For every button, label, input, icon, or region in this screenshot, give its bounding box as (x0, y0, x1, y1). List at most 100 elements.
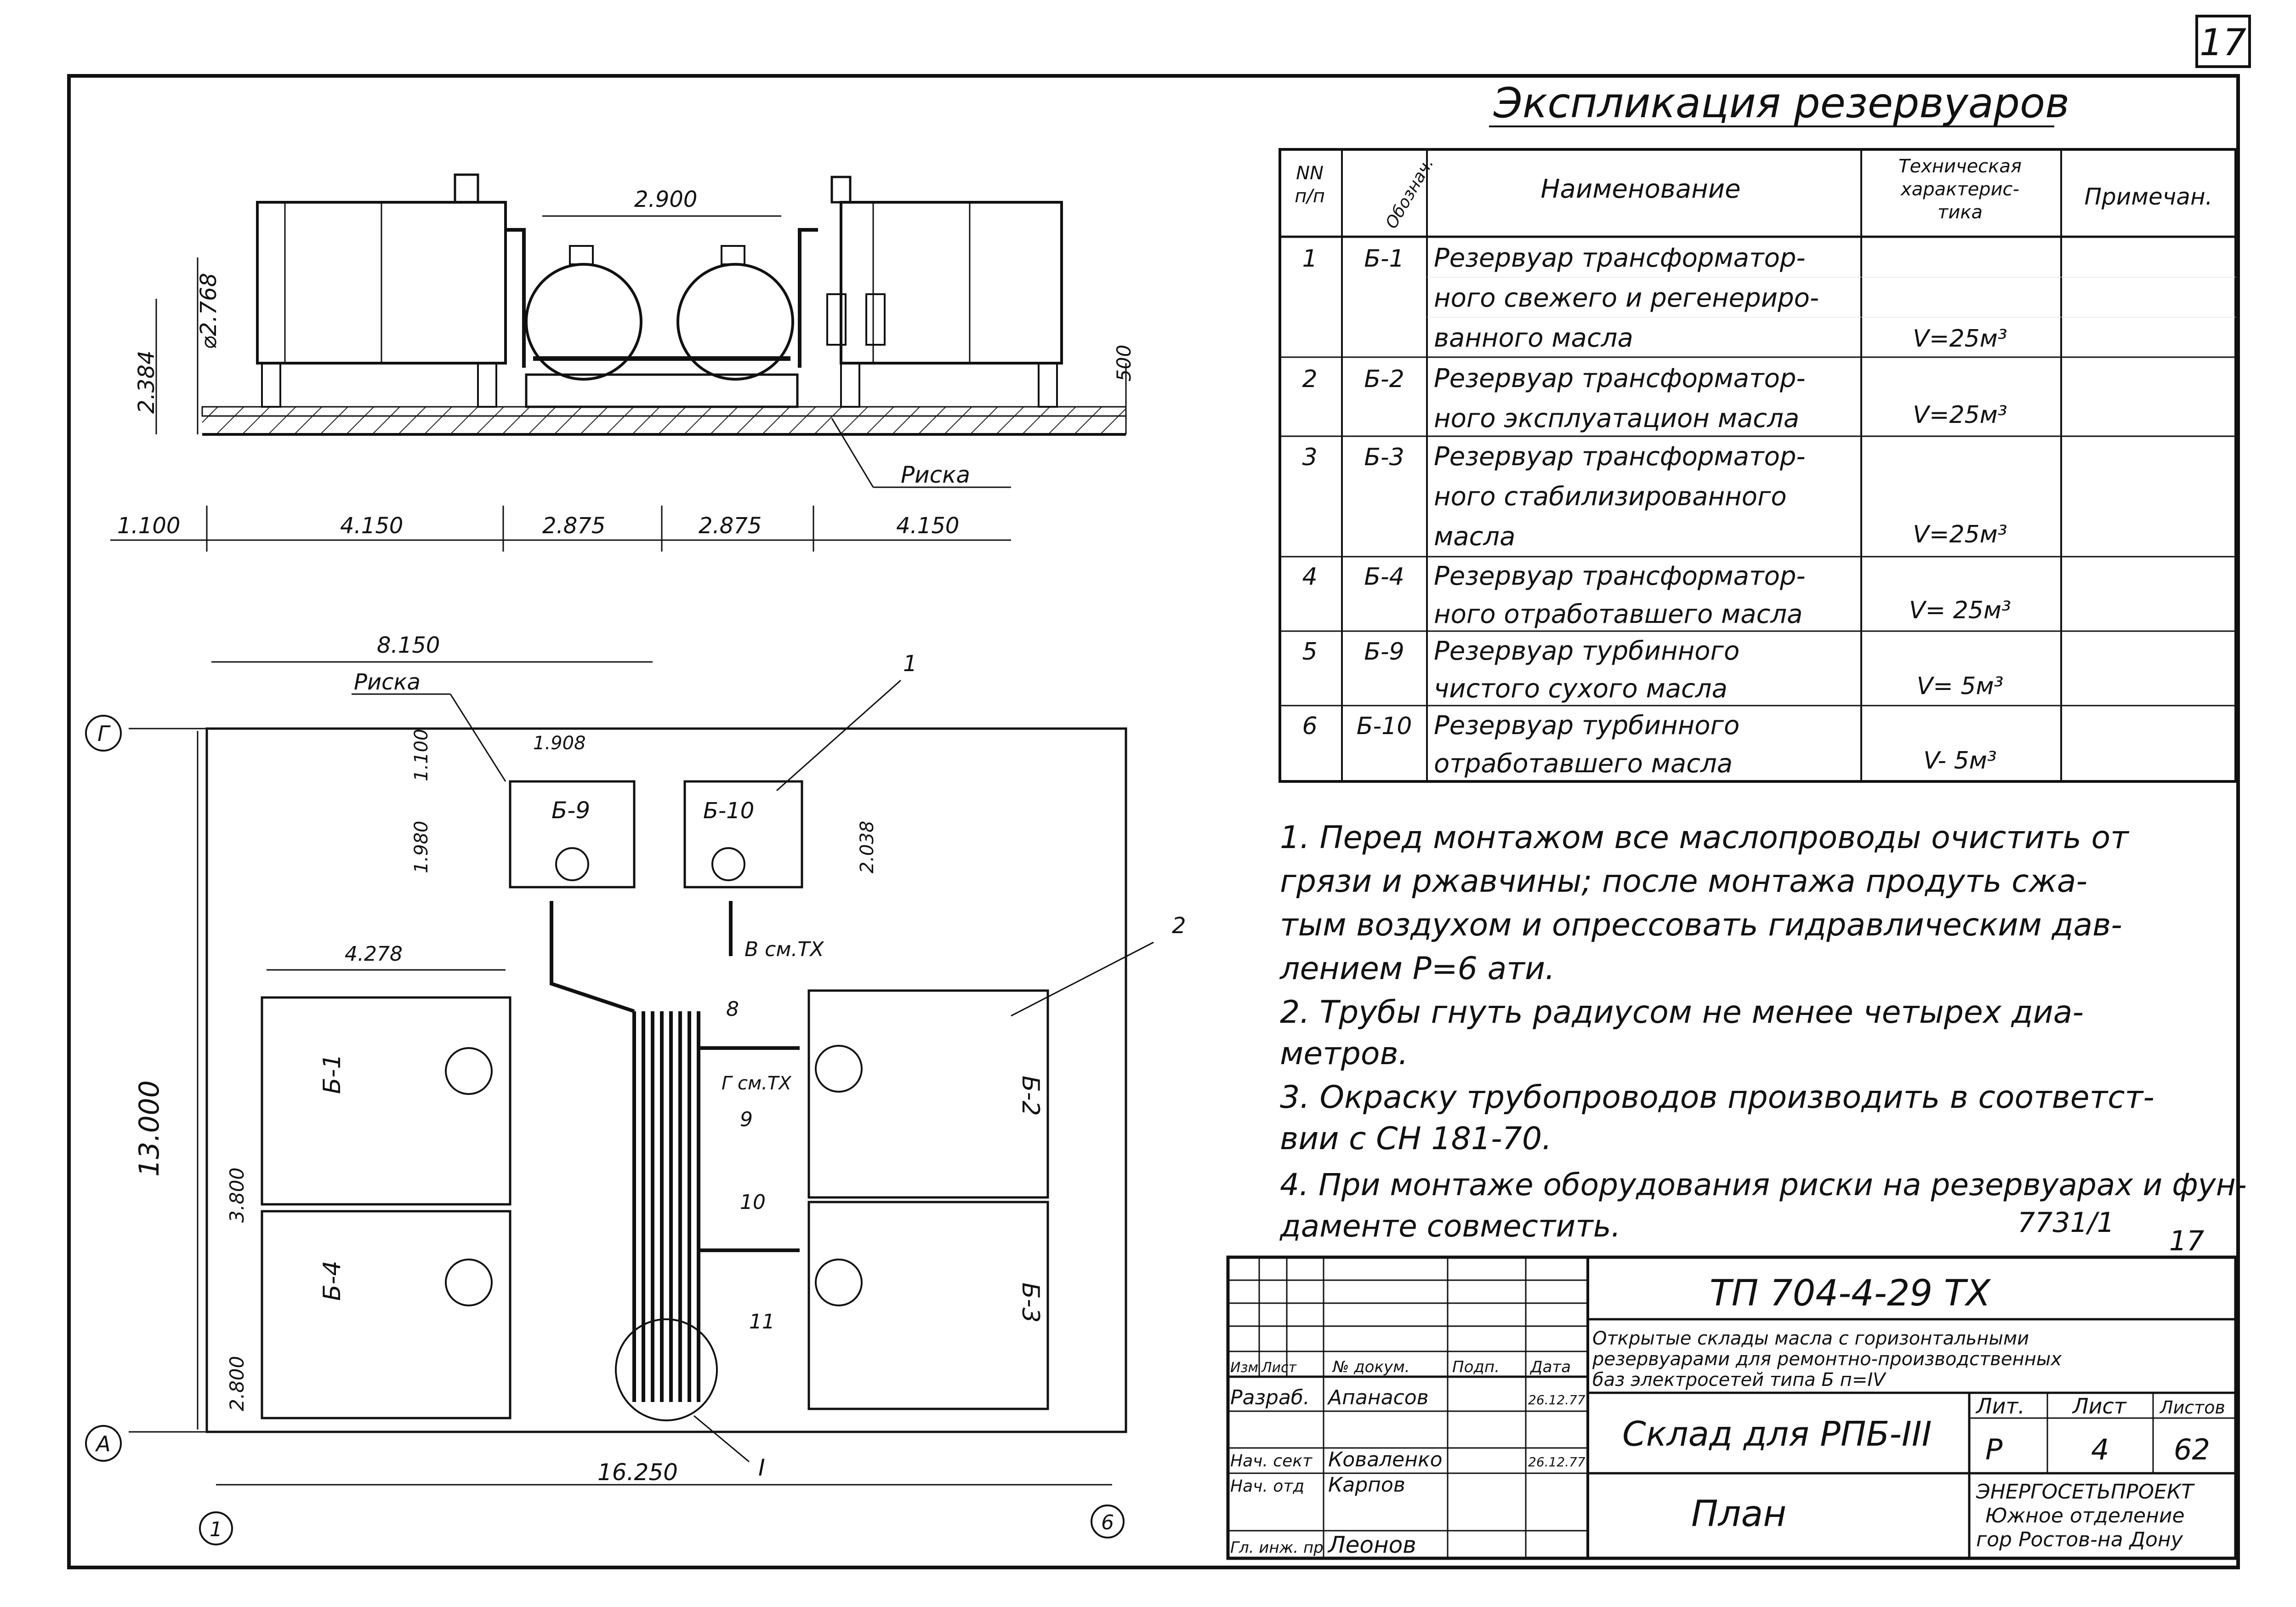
svg-text:чистого сухого масла: чистого сухого масла (1434, 674, 1728, 704)
tank-b3 (807, 1201, 1049, 1410)
axis-bubble-G (85, 715, 122, 752)
tb-role-3: Нач. отд (1230, 1477, 1304, 1496)
tb-col-list: Лист (1261, 1360, 1297, 1376)
note-3-line-2: вии с СН 181-70. (1280, 1121, 1552, 1157)
tank-b4 (261, 1210, 511, 1419)
elev-dim-bottom-5: 4.150 (896, 513, 959, 539)
stamp-page: 17 (2169, 1225, 2204, 1257)
tb-stage: Р (1985, 1433, 2003, 1466)
th-nn-1: NN (1296, 163, 1324, 184)
sheet-frame (67, 74, 2240, 1569)
elev-dim-2900: 2.900 (634, 187, 697, 212)
tank-b10 (683, 780, 803, 889)
plan-dim-4278: 4.278 (345, 942, 403, 966)
tank-b9-label: Б-9 (551, 797, 590, 824)
detail-circle-I (615, 1318, 718, 1421)
svg-text:Б-3: Б-3 (1364, 444, 1404, 471)
note-1-line-4: лением Р=6 ати. (1279, 951, 1555, 987)
svg-text:масла: масла (1434, 522, 1515, 552)
elev-dim-bottom-1: 1.100 (117, 513, 180, 539)
table-row: 1 Б-1 Резервуар трансформатор- ного свеж… (1302, 243, 2007, 353)
plan-dim-1100: 1.100 (411, 729, 432, 781)
th-tech-2: характерис- (1900, 179, 2019, 200)
th-designation: Обознач. (1382, 155, 1438, 232)
note-1-line-3: тым воздухом и опрессовать гидравлически… (1280, 907, 2122, 943)
tb-name-2: Коваленко (1328, 1448, 1443, 1471)
axis-label-1: 1 (210, 1518, 222, 1541)
tank-b3-label: Б-3 (1017, 1282, 1044, 1323)
sheet-number-box (2195, 15, 2251, 68)
tb-col-date: Дата (1529, 1358, 1571, 1376)
tank-b4-label: Б-4 (318, 1260, 346, 1301)
elev-dim-bottom-4: 2.875 (699, 513, 762, 539)
tb-stage-header: Лит. (1975, 1394, 2025, 1419)
th-note: Примечан. (2084, 183, 2212, 210)
tb-desc-3: баз электросетей типа Б п=IV (1592, 1369, 1887, 1390)
svg-text:Б-9: Б-9 (1364, 638, 1404, 666)
table-row: 3 Б-3 Резервуар трансформатор- ного стаб… (1302, 442, 2007, 552)
svg-text:2: 2 (1302, 365, 1317, 393)
callout-I: I (758, 1454, 765, 1481)
th-nn-2: п/п (1295, 186, 1325, 207)
tb-sheets-header: Листов (2159, 1397, 2225, 1418)
plan-riska-label: Риска (354, 669, 421, 695)
axis-label-G: Г (97, 721, 111, 746)
elevation-view: 2.900 ⌀2.768 2.384 500 Риска 1.100 4.150… (110, 173, 1135, 552)
tb-drawing-title: План (1691, 1493, 1786, 1535)
elev-dim-diameter: ⌀2.768 (196, 273, 222, 349)
explication-table: NN п/п Обознач. Наименование Техническая… (1279, 148, 2237, 783)
note-3-line-1: 3. Окраску трубопроводов производить в с… (1280, 1079, 2154, 1116)
svg-text:Резервуар турбинного: Резервуар турбинного (1434, 636, 1739, 666)
elev-dim-bottom-2: 4.150 (340, 513, 403, 539)
tank-b2-label: Б-2 (1017, 1076, 1044, 1116)
note-2-line-2: метров. (1280, 1036, 1408, 1072)
callout-9: 9 (740, 1108, 753, 1131)
tb-org-1: ЭНЕРГОСЕТЬПРОЕКТ (1976, 1480, 2195, 1504)
svg-text:ванного масла: ванного масла (1434, 323, 1633, 353)
axis-bubble-1 (199, 1511, 233, 1545)
tb-name-1: Апанасов (1327, 1386, 1429, 1409)
svg-text:V=25м³: V=25м³ (1913, 521, 2007, 548)
axis-bubble-6 (1091, 1504, 1125, 1539)
svg-text:V= 25м³: V= 25м³ (1909, 597, 2011, 624)
svg-text:V- 5м³: V- 5м³ (1923, 747, 1997, 775)
callout-11: 11 (749, 1310, 775, 1333)
svg-text:1: 1 (1302, 245, 1317, 273)
tank-b9 (509, 780, 636, 889)
see-tx-1: В см.ТХ (744, 938, 824, 961)
tb-sheet-header: Лист (2072, 1394, 2127, 1419)
svg-text:отработавшего масла: отработавшего масла (1434, 749, 1733, 779)
svg-text:Б-1: Б-1 (1364, 245, 1404, 273)
svg-text:ного стабилизированного: ного стабилизированного (1434, 482, 1787, 512)
plan-dim-3800: 3.800 (226, 1168, 248, 1223)
tank-b1 (261, 996, 511, 1206)
svg-text:V= 5м³: V= 5м³ (1917, 672, 2004, 700)
ground-hatch (202, 407, 1126, 434)
plan-view: Г А 1 6 8.150 13.000 16.250 Риска Б-9 Б-… (85, 633, 1186, 1545)
elev-dim-500: 500 (1113, 345, 1135, 382)
stamp-number: 7731/1 (2018, 1207, 2114, 1239)
elev-riska-label: Риска (901, 462, 970, 488)
plan-dim-2800: 2.800 (226, 1356, 248, 1411)
tb-sheets: 62 (2174, 1433, 2210, 1466)
callout-10: 10 (740, 1191, 766, 1214)
table-row: 2 Б-2 Резервуар трансформатор- ного эксп… (1302, 364, 2007, 433)
plan-site-outline (205, 727, 1127, 1433)
svg-text:Резервуар турбинного: Резервуар турбинного (1434, 711, 1739, 741)
tank-b2 (807, 989, 1049, 1199)
svg-text:Резервуар трансформатор-: Резервуар трансформатор- (1434, 243, 1806, 273)
tb-org-3: гор Ростов-на Дону (1976, 1528, 2183, 1551)
notes-block: 1. Перед монтажом все маслопроводы очист… (1279, 820, 2247, 1257)
tb-desc-1: Открытые склады масла с горизонтальными (1592, 1328, 2029, 1349)
note-1-line-1: 1. Перед монтажом все маслопроводы очист… (1280, 820, 2130, 856)
elev-sphere-left (525, 263, 642, 381)
svg-text:4: 4 (1302, 563, 1317, 591)
svg-text:Резервуар трансформатор-: Резервуар трансформатор- (1434, 561, 1806, 591)
see-tx-2: Г см.ТХ (722, 1073, 792, 1094)
callout-8: 8 (726, 997, 739, 1021)
svg-text:V=25м³: V=25м³ (1913, 401, 2007, 429)
note-4-line-2: даменте совместить. (1279, 1208, 1621, 1244)
elev-dim-bottom-3: 2.875 (542, 513, 605, 539)
plan-dim-8150: 8.150 (377, 633, 440, 658)
tb-date-2: 26.12.77 (1528, 1454, 1586, 1470)
